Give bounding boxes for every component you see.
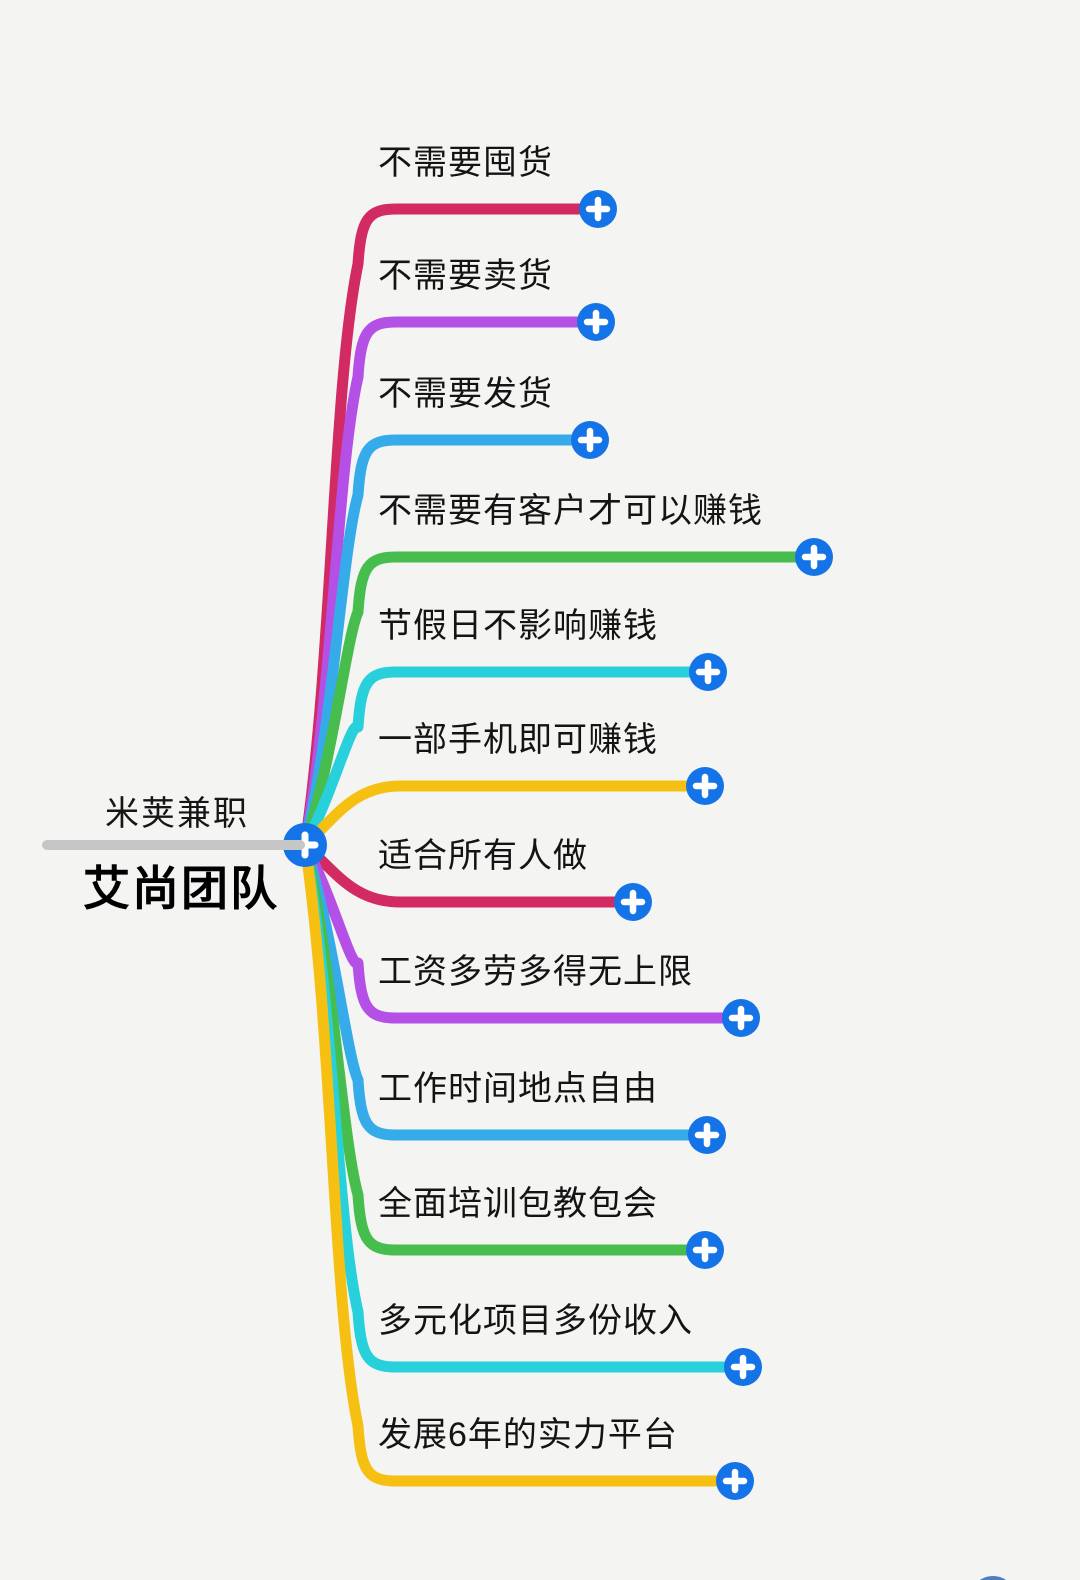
branch-line	[299, 839, 747, 1024]
add-node-button[interactable]	[571, 421, 609, 459]
branch-label[interactable]: 工作时间地点自由	[378, 1070, 658, 1108]
plus-icon	[728, 1005, 754, 1031]
branch-label[interactable]: 工资多劳多得无上限	[378, 953, 693, 991]
add-node-button[interactable]	[614, 883, 652, 921]
plus-icon	[694, 1122, 720, 1148]
plus-icon	[801, 544, 827, 570]
plus-icon	[583, 309, 609, 335]
branch-label[interactable]: 一部手机即可赚钱	[378, 721, 658, 759]
center-add-node-button[interactable]	[283, 823, 327, 867]
plus-icon	[620, 889, 646, 915]
branch-label[interactable]: 不需要卖货	[378, 257, 553, 295]
plus-icon	[692, 773, 718, 799]
add-node-button[interactable]	[686, 767, 724, 805]
add-node-button[interactable]	[686, 1231, 724, 1269]
plus-icon	[692, 1237, 718, 1263]
branch-line	[299, 839, 741, 1487]
branch-line	[299, 666, 714, 851]
branch-label[interactable]: 不需要发货	[378, 375, 553, 413]
plus-icon	[577, 427, 603, 453]
branch-label[interactable]: 全面培训包教包会	[378, 1185, 658, 1223]
add-node-button[interactable]	[689, 653, 727, 691]
watermark-circle	[979, 1576, 1007, 1580]
add-node-button[interactable]	[716, 1462, 754, 1500]
branch-label[interactable]: 适合所有人做	[378, 837, 588, 875]
plus-icon	[722, 1468, 748, 1494]
add-node-button[interactable]	[722, 999, 760, 1037]
center-node-bar	[42, 840, 305, 850]
center-node-subtitle[interactable]: 米荚兼职	[105, 795, 249, 833]
plus-icon	[730, 1354, 756, 1380]
branch-label[interactable]: 多元化项目多份收入	[378, 1302, 693, 1340]
add-node-button[interactable]	[579, 190, 617, 228]
branch-label[interactable]: 不需要有客户才可以赚钱	[378, 492, 763, 530]
add-node-button[interactable]	[724, 1348, 762, 1386]
add-node-button[interactable]	[795, 538, 833, 576]
plus-icon	[695, 659, 721, 685]
branch-line	[299, 551, 820, 851]
branch-label[interactable]: 节假日不影响赚钱	[378, 607, 658, 645]
branch-label[interactable]: 发展6年的实力平台	[378, 1416, 678, 1454]
plus-icon	[585, 196, 611, 222]
add-node-button[interactable]	[577, 303, 615, 341]
center-node-title[interactable]: 艾尚团队	[83, 862, 279, 915]
branch-line	[299, 434, 596, 851]
add-node-button[interactable]	[688, 1116, 726, 1154]
branch-label[interactable]: 不需要囤货	[378, 144, 553, 182]
